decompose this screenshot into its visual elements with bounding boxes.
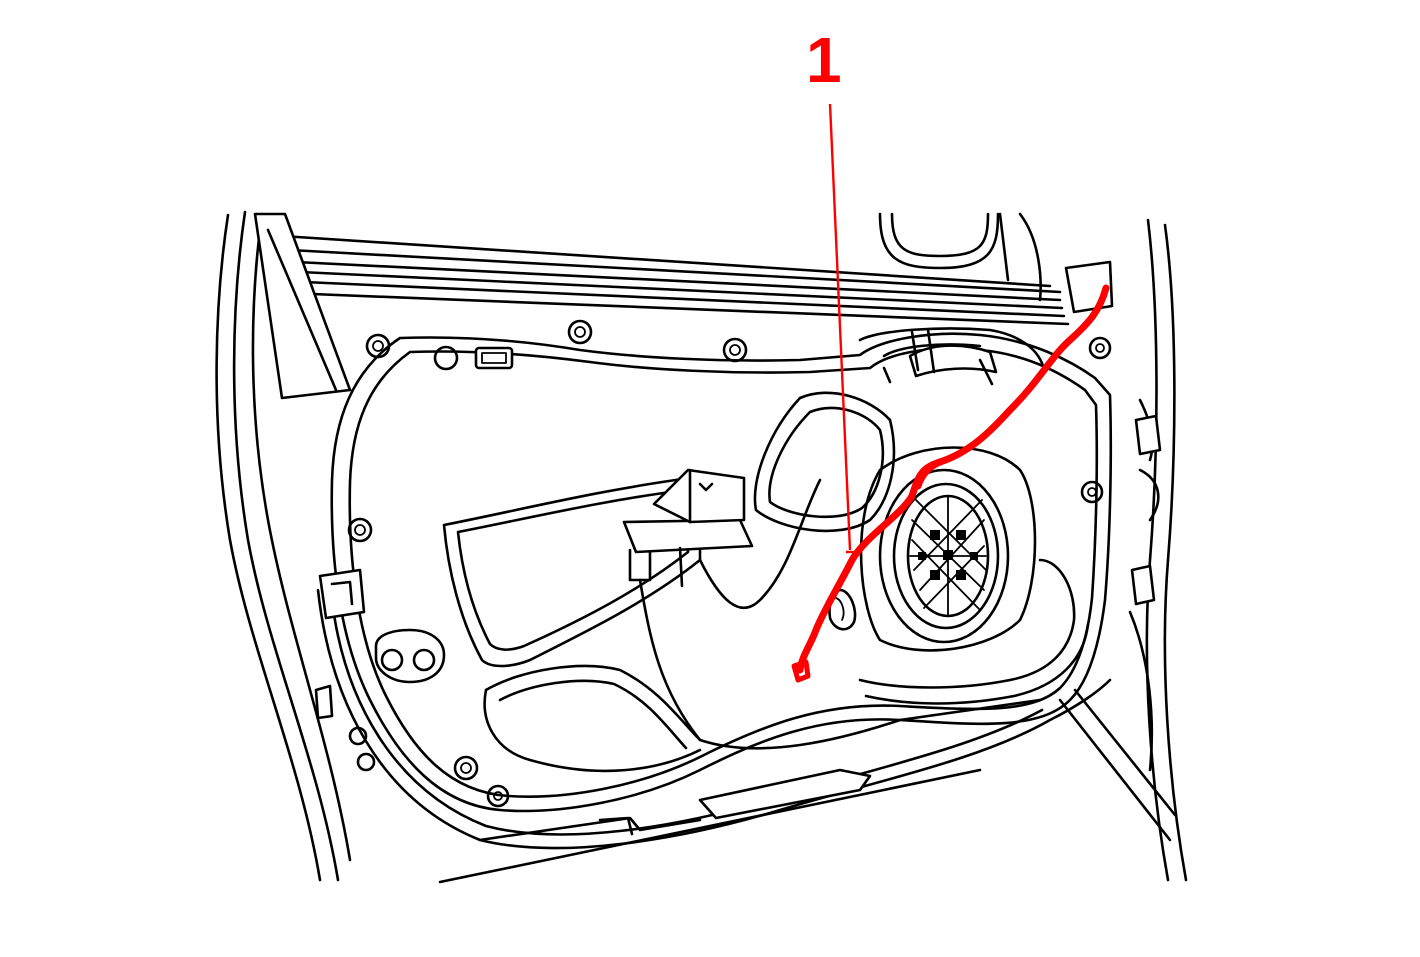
armrest-recess — [442, 468, 822, 668]
callout-1-leader — [828, 103, 856, 554]
lower-door-pocket — [483, 558, 1090, 773]
door-speaker — [828, 446, 1037, 652]
inside-handle-bracket — [858, 327, 1046, 386]
door-wiring-harness — [791, 284, 1110, 683]
door-frame-outline — [215, 210, 1188, 884]
fastener-icon — [567, 319, 593, 345]
fastener-icon — [348, 726, 376, 772]
callout-number-1: 1 — [806, 24, 842, 96]
window-belt-molding — [253, 212, 1114, 400]
fastener-icon — [486, 784, 510, 808]
fastener-icon — [347, 517, 373, 543]
fastener-icon — [1088, 336, 1112, 360]
fastener-icon — [1080, 480, 1104, 504]
panel-fasteners — [347, 319, 1112, 808]
fastener-icon — [453, 755, 479, 781]
switch-connector — [474, 346, 514, 370]
inner-door-panel — [316, 332, 1113, 850]
speaker-grille-icon — [909, 495, 987, 617]
grommet-icon — [433, 345, 459, 371]
fastener-icon — [722, 337, 748, 363]
latch-hardware — [1130, 398, 1162, 606]
lock-access-pocket — [753, 391, 896, 533]
hinge-hardware — [314, 568, 446, 720]
fastener-icon — [365, 333, 391, 359]
